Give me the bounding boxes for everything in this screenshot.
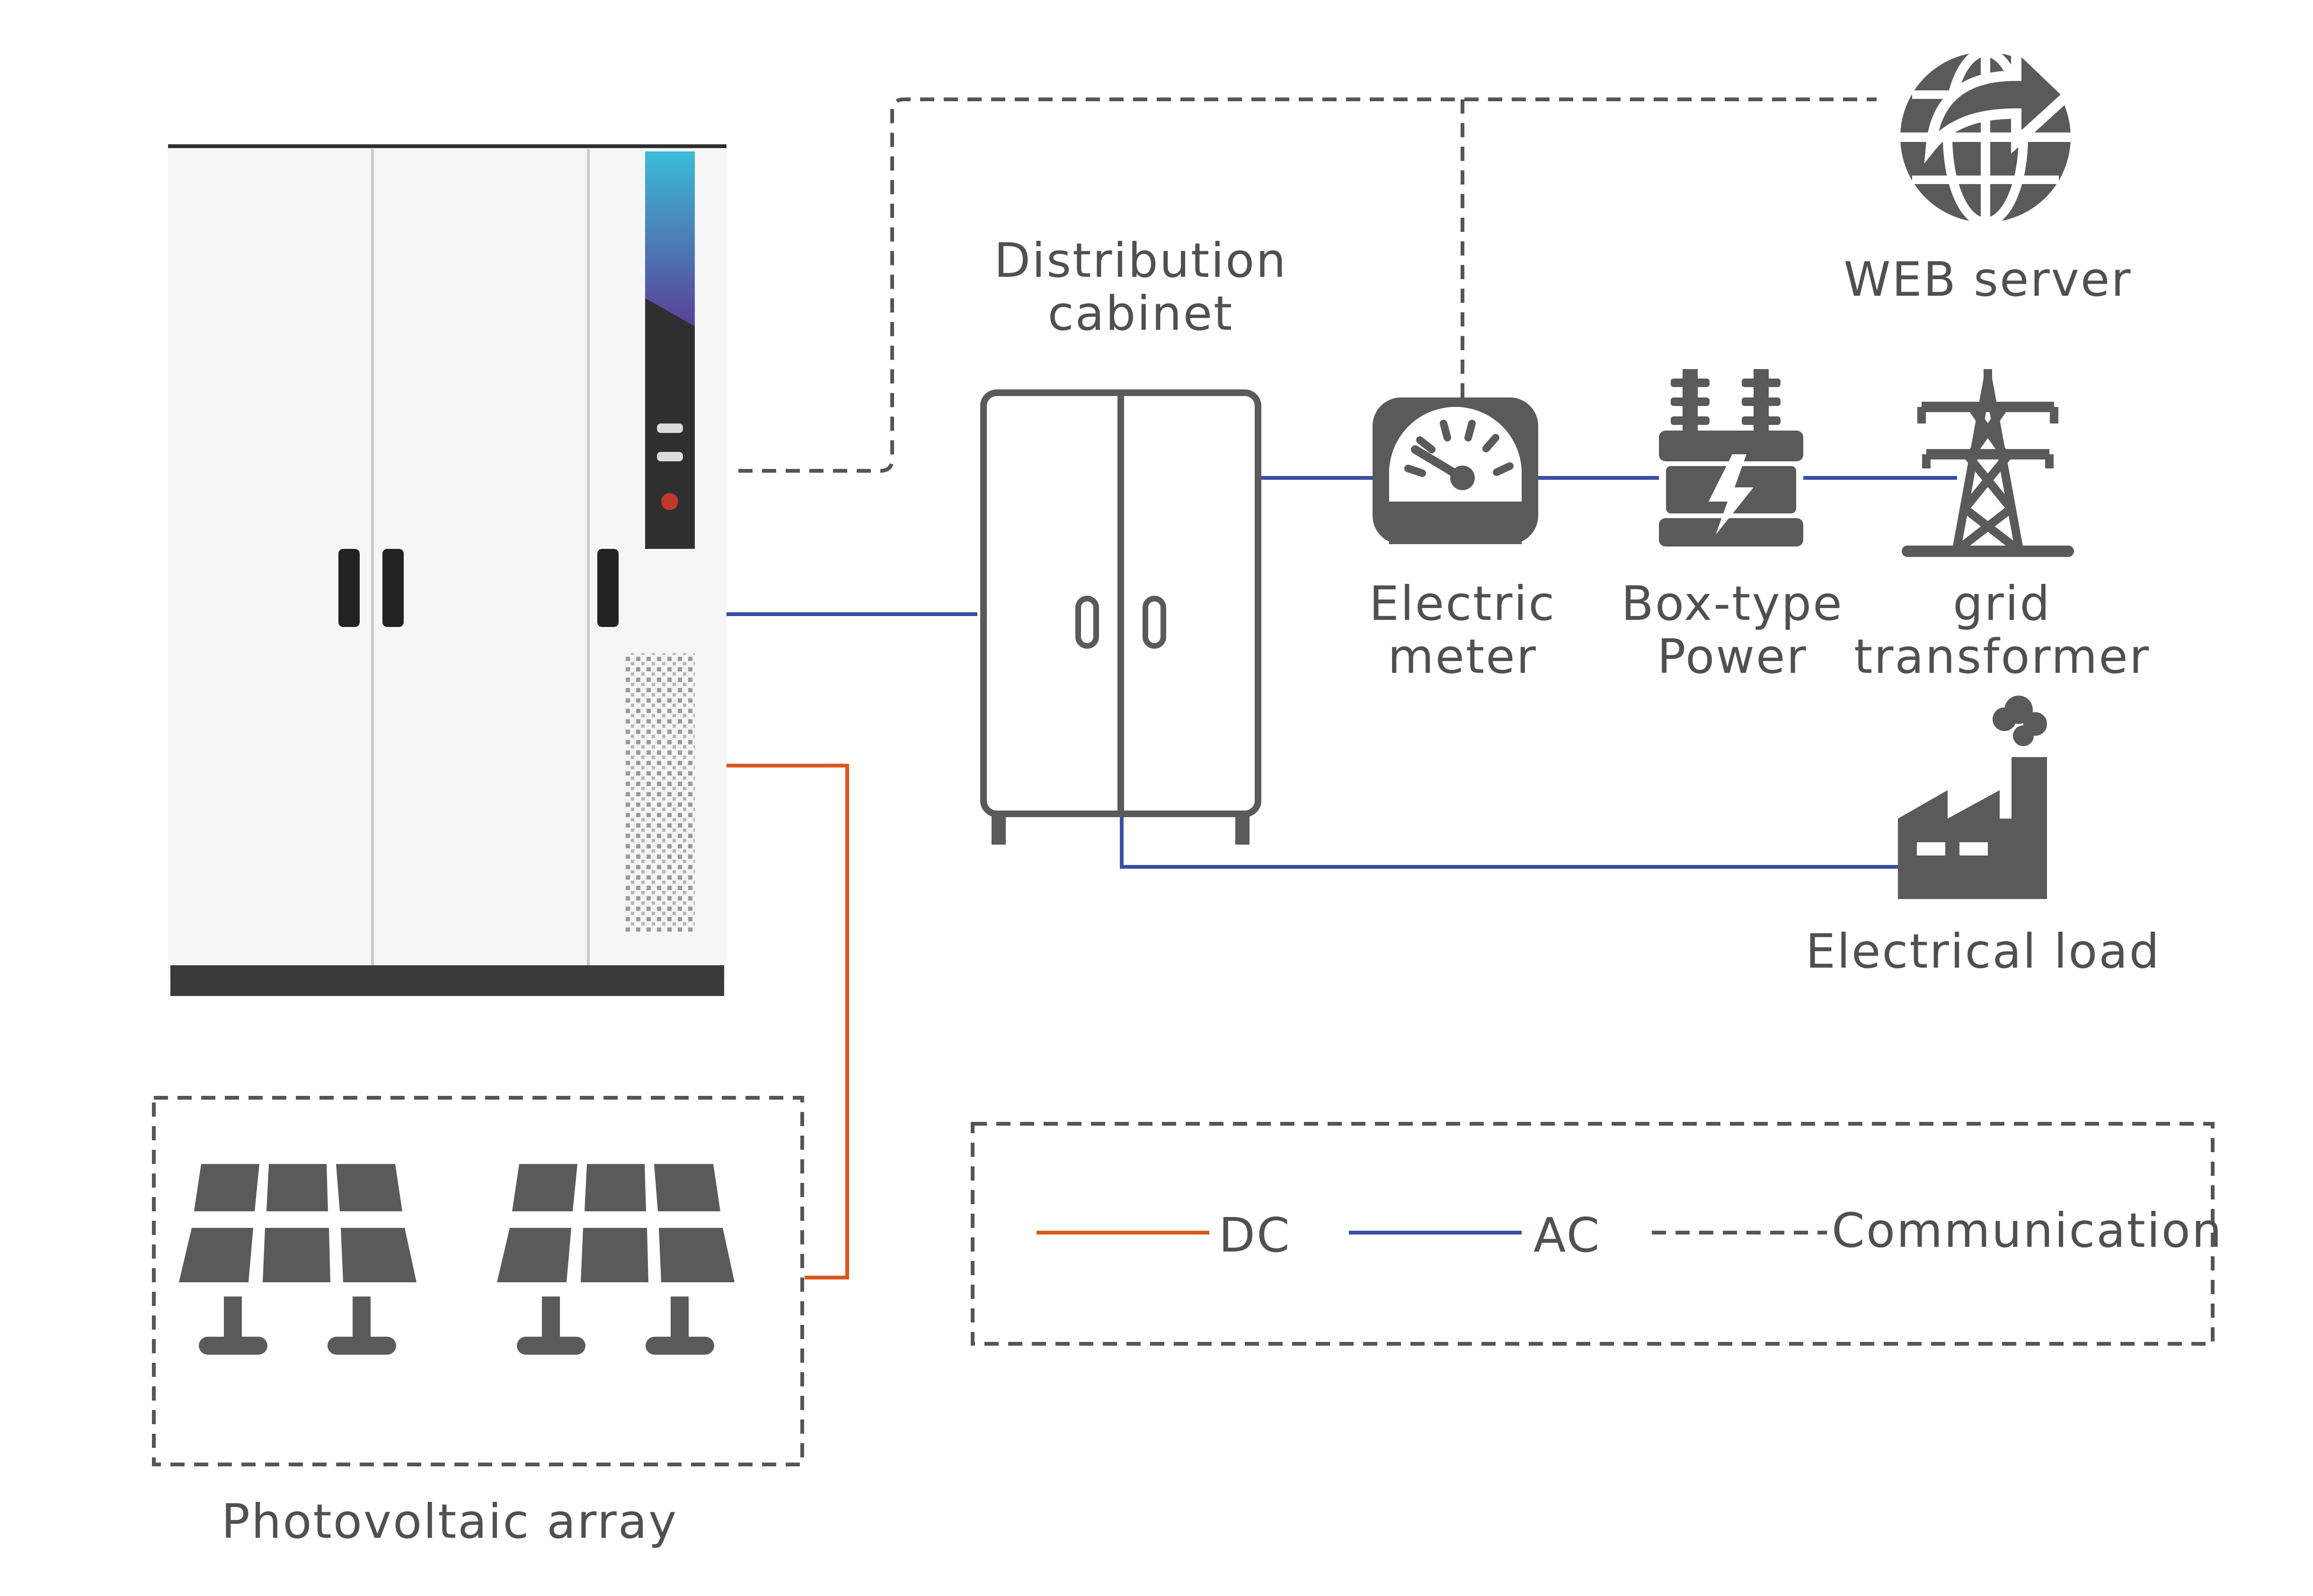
- box-type-power-label: Box-type Power: [1609, 577, 1855, 683]
- electrical-load-label: Electrical load: [1805, 924, 2161, 979]
- grid-tower-icon: [1902, 369, 2074, 557]
- communication-lines: [738, 97, 1877, 473]
- box-type-power-label-line2: Power: [1657, 629, 1808, 684]
- photovoltaic-array-label: Photovoltaic array: [221, 1494, 678, 1549]
- distribution-cabinet-label: Distribution cabinet: [980, 234, 1302, 340]
- legend-ac-label: AC: [1533, 1208, 1601, 1263]
- web-server-label: WEB server: [1843, 252, 2132, 307]
- electric-meter-label-line1: Electric: [1369, 576, 1556, 631]
- grid-transformer-label-line2: transformer: [1854, 629, 2150, 684]
- box-type-power-label-line1: Box-type: [1621, 576, 1843, 631]
- grid-transformer-label: grid transformer: [1841, 577, 2163, 683]
- electric-meter-label: Electric meter: [1335, 577, 1590, 683]
- photovoltaic-array-box: [152, 1096, 804, 1466]
- distribution-cabinet-icon: [980, 389, 1261, 845]
- box-transformer-icon: [1659, 369, 1803, 547]
- ac-lines: [727, 476, 1957, 869]
- distribution-cabinet-label-line1: Distribution: [994, 233, 1287, 288]
- solar-panel-icon: [497, 1164, 735, 1355]
- web-globe-icon: [1900, 33, 2076, 227]
- inverter-cabinet: [168, 144, 727, 996]
- dc-lines: [727, 764, 849, 1279]
- legend-box: [971, 1122, 2215, 1346]
- grid-transformer-label-line1: grid: [1953, 576, 2051, 631]
- distribution-cabinet-label-line2: cabinet: [1047, 286, 1234, 341]
- factory-icon: [1898, 696, 2047, 899]
- electric-meter-label-line2: meter: [1388, 629, 1537, 684]
- solar-panel-icon: [179, 1164, 417, 1355]
- electric-meter-icon: [1373, 397, 1538, 544]
- legend-dc-label: DC: [1219, 1208, 1291, 1263]
- legend-communication-label: Communication: [1832, 1203, 2224, 1258]
